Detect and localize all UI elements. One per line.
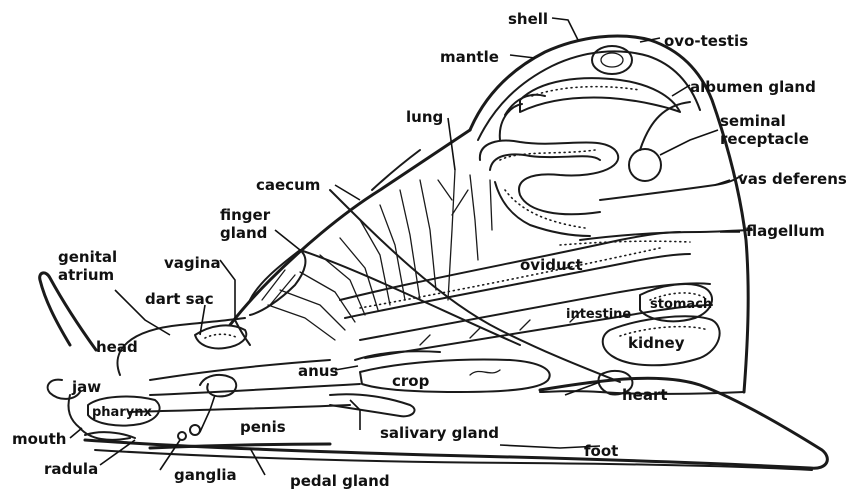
ganglia-organ — [190, 425, 200, 435]
label-seminal: seminal — [720, 112, 786, 130]
label-albumen-gland: albumen gland — [690, 78, 816, 96]
crop-organ — [360, 360, 550, 393]
seminal-receptacle-organ — [629, 149, 661, 181]
label-finger: finger — [220, 206, 271, 224]
label-head: head — [96, 338, 138, 356]
labels: shell ovo-testis mantle albumen gland lu… — [12, 10, 847, 490]
label-mouth: mouth — [12, 430, 66, 448]
finger-gland-organ — [250, 250, 305, 315]
label-jaw: jaw — [71, 378, 101, 396]
label-mantle: mantle — [440, 48, 499, 66]
label-stomach: stomach — [650, 297, 712, 312]
vas-deferens-duct — [600, 175, 742, 200]
label-intestine: intestine — [566, 307, 631, 322]
label-crop: crop — [392, 372, 430, 390]
label-foot: foot — [584, 442, 618, 460]
label-genital: genital — [58, 248, 117, 266]
label-caecum: caecum — [256, 176, 320, 194]
label-pedal-gland: pedal gland — [290, 472, 390, 490]
anus-duct — [355, 351, 440, 360]
label-atrium: atrium — [58, 266, 114, 284]
label-shell: shell — [508, 10, 548, 28]
label-vas-deferens: vas deferens — [738, 170, 847, 188]
coiled-gland — [480, 141, 618, 215]
leader-lines — [70, 18, 740, 475]
label-dart-sac: dart sac — [145, 290, 214, 308]
label-salivary-gland: salivary gland — [380, 424, 499, 442]
label-oviduct: oviduct — [520, 256, 583, 274]
ovo-testis-organ — [592, 46, 632, 74]
label-anus: anus — [298, 362, 338, 380]
label-ovo-testis: ovo-testis — [664, 32, 748, 50]
label-ganglia: ganglia — [174, 466, 237, 484]
label-kidney: kidney — [628, 334, 685, 352]
label-vagina: vagina — [164, 254, 221, 272]
label-gland: gland — [220, 224, 267, 242]
reproductive-upper — [480, 46, 752, 245]
label-penis: penis — [240, 418, 286, 436]
label-heart: heart — [622, 386, 668, 404]
label-flagellum: flagellum — [746, 222, 825, 240]
label-receptacle: receptacle — [720, 130, 809, 148]
label-radula: radula — [44, 460, 98, 478]
label-lung: lung — [406, 108, 443, 126]
label-pharynx: pharynx — [92, 405, 152, 420]
tentacle — [40, 273, 96, 350]
